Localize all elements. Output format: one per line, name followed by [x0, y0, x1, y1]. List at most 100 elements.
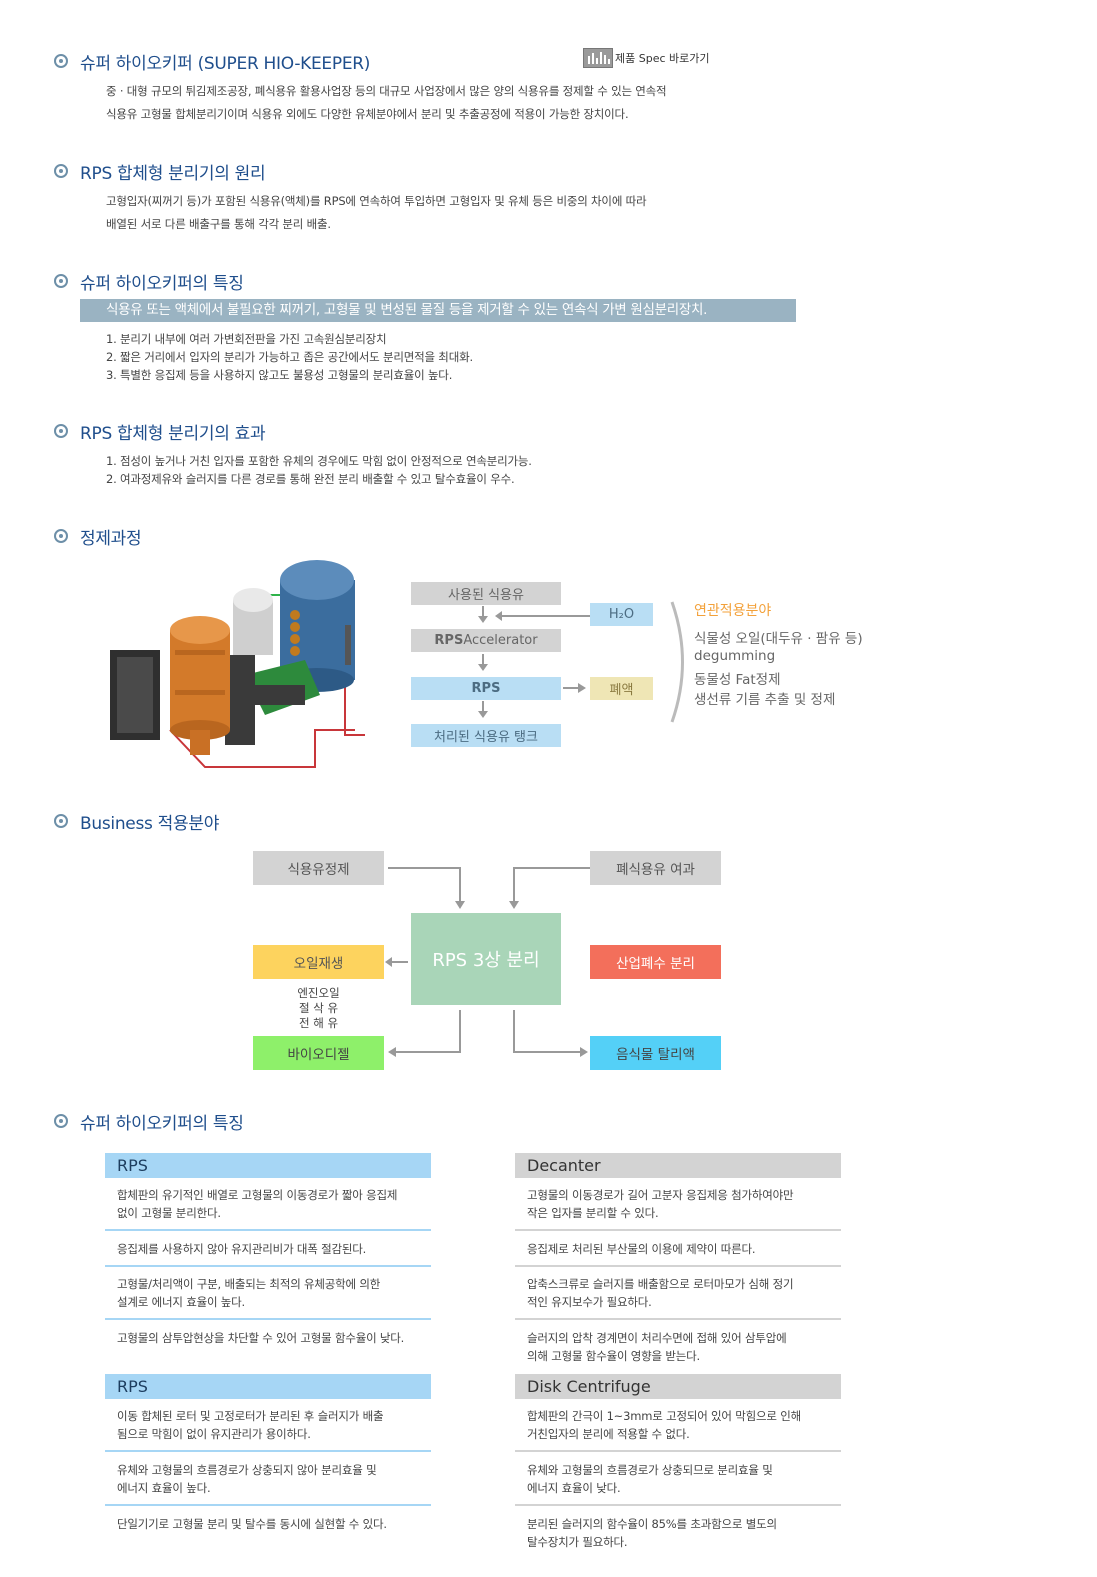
oil-subtype: 전 해 유 [298, 1016, 339, 1030]
oil-subtype: 엔진오일 [297, 986, 340, 1000]
cell-line: 유체와 고형물의 흐름경로가 상충되므로 분리효율 및 [527, 1463, 773, 1477]
business-field-oil-recycle: 오일재생 [253, 945, 384, 979]
compare-head-decanter: Decanter [515, 1153, 841, 1178]
list-item: 2. 여과정제유와 슬러지를 다른 경로를 통해 완전 분리 배출할 수 있고 … [106, 472, 515, 486]
bullet-icon [54, 529, 68, 543]
effect-list: 1. 점성이 높거나 거친 입자를 포함한 유체의 경우에도 막힘 없이 안정적… [106, 452, 532, 488]
section-title: RPS 합체형 분리기의 원리 [80, 163, 266, 184]
bullet-icon [54, 424, 68, 438]
section-title: RPS 합체형 분리기의 효과 [80, 423, 266, 444]
row-divider [105, 1265, 431, 1267]
business-field-waste-oil: 폐식용유 여과 [590, 851, 721, 885]
spec-link-label[interactable]: 제품 Spec 바로가기 [615, 52, 710, 65]
text-line: 중 · 대형 규모의 튀김제조공장, 폐식용유 활용사업장 등의 대규모 사업장… [106, 84, 667, 98]
business-center: RPS 3상 분리 [411, 913, 561, 1005]
section-heading-process: 정제과정 [54, 524, 142, 549]
section-text: 중 · 대형 규모의 튀김제조공장, 폐식용유 활용사업장 등의 대규모 사업장… [106, 80, 667, 126]
bullet-icon [54, 274, 68, 288]
section-text: 고형입자(찌꺼기 등)가 포함된 식용유(액체)를 RPS에 연속하여 투입하면… [106, 190, 647, 236]
compare-head-rps: RPS [105, 1374, 431, 1399]
row-divider [105, 1450, 431, 1452]
row-divider [515, 1318, 841, 1320]
related-fields-title: 연관적용분야 [694, 603, 772, 619]
cell-line: 응집제로 처리된 부산물의 이용에 제약이 따른다. [527, 1242, 756, 1256]
compare-cell: 응집제로 처리된 부산물의 이용에 제약이 따른다. [515, 1240, 841, 1258]
bullet-icon [54, 164, 68, 178]
row-divider [515, 1265, 841, 1267]
compare-head-rps: RPS [105, 1153, 431, 1178]
section-heading-features: 슈퍼 하이오키퍼의 특징 [54, 269, 244, 294]
related-field: 동물성 Fat정제 [694, 672, 781, 688]
row-divider [105, 1229, 431, 1231]
row-divider [515, 1504, 841, 1506]
cell-line: 고형물/처리액이 구분, 배출되는 최적의 유체공학에 의한 [117, 1277, 381, 1291]
row-divider [105, 1318, 431, 1320]
oil-subtype: 절 삭 유 [298, 1001, 339, 1015]
section-title: Business 적용분야 [80, 813, 220, 834]
cell-line: 분리된 슬러지의 함수율이 85%를 초과함으로 별도의 [527, 1517, 777, 1531]
related-field: 생선류 기름 추출 및 정제 [694, 692, 836, 708]
row-divider [105, 1504, 431, 1506]
cell-line: 설계로 에너지 효율이 높다. [117, 1295, 246, 1309]
compare-cell: 고형물의 삼투압현상을 차단할 수 있어 고형물 함수율이 낮다. [105, 1329, 431, 1347]
oil-subtypes: 엔진오일 절 삭 유 전 해 유 [253, 986, 384, 1031]
feature-banner: 식용유 또는 액체에서 불필요한 찌꺼기, 고형물 및 변성된 물질 등을 제거… [80, 299, 796, 322]
cell-line: 없이 고형물 분리한다. [117, 1206, 221, 1220]
business-field-refining: 식용유정제 [253, 851, 384, 885]
list-item: 2. 짧은 거리에서 입자의 분리가 가능하고 좁은 공간에서도 분리면적을 최… [106, 350, 473, 364]
section-title: 슈퍼 하이오키퍼 (SUPER HIO-KEEPER) [80, 53, 371, 74]
process-step-rps: RPS [411, 677, 561, 700]
chart-icon [583, 48, 613, 68]
list-item: 1. 분리기 내부에 여러 가변회전판을 가진 고속원심분리장치 [106, 332, 387, 346]
cell-line: 합체판의 유기적인 배열로 고형물의 이동경로가 짧아 응집제 [117, 1188, 398, 1202]
step-label-rest: Accelerator [463, 633, 538, 648]
process-arrows [478, 601, 684, 723]
process-h2o: H₂O [590, 603, 653, 626]
cell-line: 압축스크류로 슬러지를 배출함으로 로터마모가 심해 정기 [527, 1277, 794, 1291]
section-title: 슈퍼 하이오키퍼의 특징 [80, 1113, 244, 1134]
cell-line: 응집제를 사용하지 않아 유지관리비가 대폭 절감된다. [117, 1242, 367, 1256]
cell-line: 에너지 효율이 낮다. [527, 1481, 621, 1495]
related-field: 식물성 오일(대두유 · 팜유 등) [694, 631, 863, 647]
bullet-icon [54, 814, 68, 828]
compare-head-disk-centrifuge: Disk Centrifuge [515, 1374, 841, 1399]
bullet-icon [54, 1114, 68, 1128]
business-field-biodiesel: 바이오디젤 [253, 1036, 384, 1070]
feature-list: 1. 분리기 내부에 여러 가변회전판을 가진 고속원심분리장치 2. 짧은 거… [106, 330, 473, 384]
spec-link[interactable]: 제품 Spec 바로가기 [583, 48, 710, 68]
step-label-bold: RPS [434, 633, 464, 648]
compare-cell: 응집제를 사용하지 않아 유지관리비가 대폭 절감된다. [105, 1240, 431, 1258]
section-heading-effects: RPS 합체형 분리기의 효과 [54, 419, 266, 444]
cell-line: 작은 입자를 분리할 수 있다. [527, 1206, 659, 1220]
bullet-icon [54, 54, 68, 68]
process-step-tank: 처리된 식용유 탱크 [411, 724, 561, 747]
section-title: 정제과정 [80, 528, 142, 549]
process-step-accelerator: RPS Accelerator [411, 629, 561, 652]
compare-cell: 단일기기로 고형물 분리 및 탈수를 동시에 실현할 수 있다. [105, 1515, 431, 1533]
list-item: 3. 특별한 응집제 등을 사용하지 않고도 불용성 고형물의 분리효율이 높다… [106, 368, 453, 382]
list-item: 1. 점성이 높거나 거친 입자를 포함한 유체의 경우에도 막힘 없이 안정적… [106, 454, 532, 468]
cell-line: 고형물의 이동경로가 길어 고분자 응집제응 첨가하여야만 [527, 1188, 794, 1202]
cell-line: 거친입자의 분리에 적용할 수 없다. [527, 1427, 690, 1441]
cell-line: 고형물의 삼투압현상을 차단할 수 있어 고형물 함수율이 낮다. [117, 1331, 405, 1345]
process-waste: 폐액 [590, 677, 653, 700]
related-field: degumming [694, 648, 776, 664]
cell-line: 의해 고형물 함수율이 영향을 받는다. [527, 1349, 700, 1363]
row-divider [515, 1229, 841, 1231]
section-heading-comparison: 슈퍼 하이오키퍼의 특징 [54, 1109, 244, 1134]
section-title: 슈퍼 하이오키퍼의 특징 [80, 273, 244, 294]
cell-line: 적인 유지보수가 필요하다. [527, 1295, 652, 1309]
cell-line: 됨으로 막힘이 없이 유지관리가 용이하다. [117, 1427, 311, 1441]
row-divider [515, 1450, 841, 1452]
text-line: 배열된 서로 다른 배출구를 통해 각각 분리 배출. [106, 217, 331, 231]
cell-line: 합체판의 간극이 1~3mm로 고정되어 있어 막힘으로 인해 [527, 1409, 802, 1423]
section-heading-principle: RPS 합체형 분리기의 원리 [54, 159, 266, 184]
